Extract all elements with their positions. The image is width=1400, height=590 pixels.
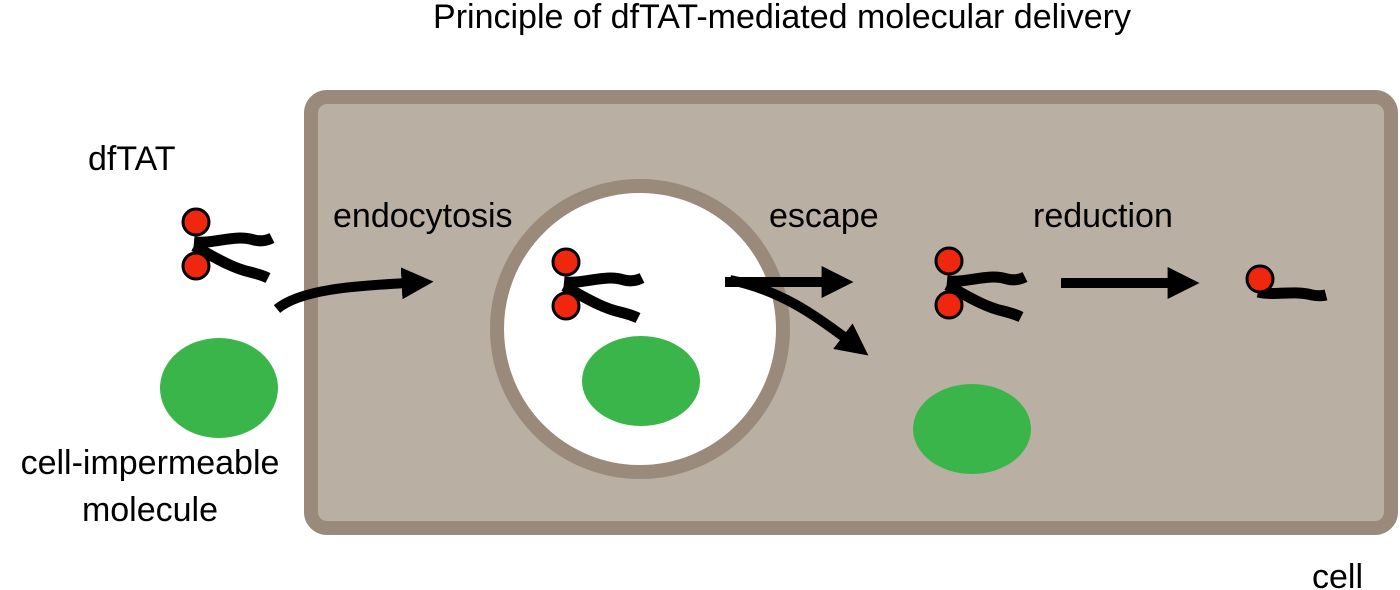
endosome [490, 179, 790, 479]
escape-arrow-cargo [729, 275, 869, 356]
molecule-label-line2: molecule [82, 491, 218, 529]
endosomal-cargo-icon [582, 336, 700, 426]
dftat-label: dfTAT [88, 140, 176, 178]
reduction-label: reduction [1033, 197, 1173, 235]
diagram-title: Principle of dfTAT-mediated molecular de… [433, 0, 1131, 36]
molecule-label-line1: cell-impermeable [21, 444, 280, 482]
cytosolic-cargo-icon [913, 384, 1031, 474]
tat-monomer-icon [1245, 264, 1328, 302]
cell-membrane [304, 90, 1398, 535]
cargo-molecule-icon [160, 338, 278, 438]
cell-label: cell [1312, 558, 1363, 590]
dftat-dimer-icon [183, 209, 272, 279]
endocytosis-label: endocytosis [333, 197, 513, 235]
escape-label: escape [769, 197, 879, 235]
endocytosis-arrow [273, 267, 434, 314]
